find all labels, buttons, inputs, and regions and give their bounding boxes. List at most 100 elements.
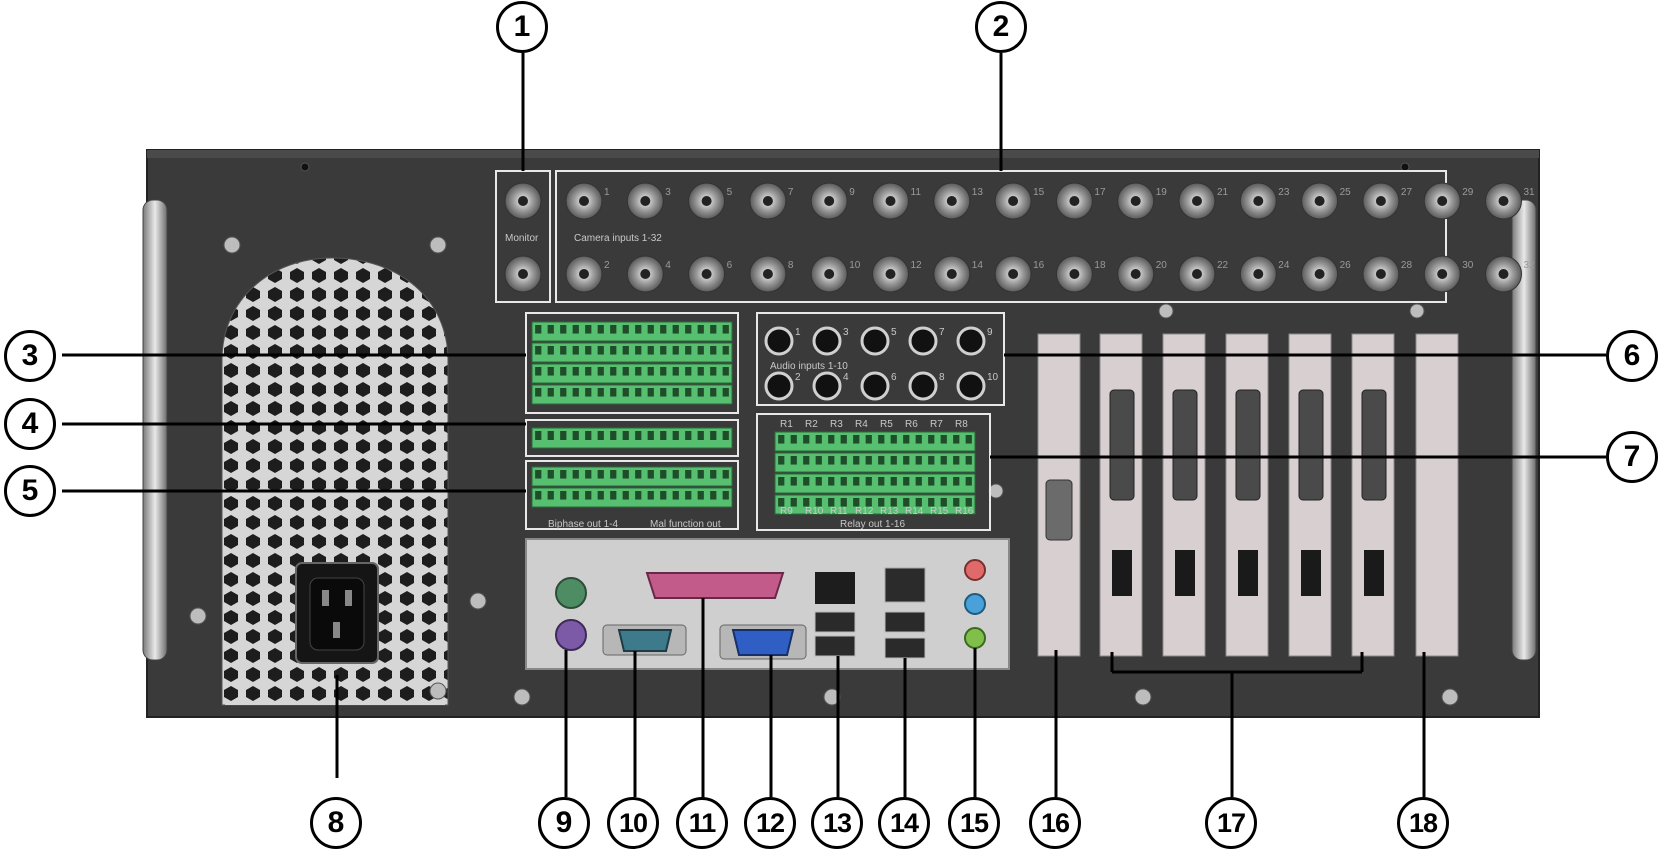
bnc-number-label: 29 [1462,187,1474,198]
biphase-terminal-frame [525,460,739,530]
callout-18: 18 [1397,797,1449,849]
db-connector [1235,389,1261,501]
terminal-block-row [531,342,733,363]
right-handle [1511,199,1537,661]
terminal-block-row [531,321,733,342]
bnc-number-label: 14 [972,260,984,271]
relay-number-label: R14 [905,506,924,517]
bnc-number-label: 16 [1033,260,1045,271]
audio-input-jack [860,326,890,356]
card-header-connector [1301,550,1321,596]
bnc-number-label: 6 [727,260,733,271]
callout-10: 10 [607,797,659,849]
bnc-number-label: 4 [665,260,671,271]
biphase-label: Biphase out 1-4 [548,519,618,530]
bnc-number-label: 7 [788,187,794,198]
db-connector [1298,389,1324,501]
terminal-block-row [531,466,733,487]
relay-number-label: R5 [880,419,893,430]
audio-jack-number-label: 1 [795,327,801,338]
callout-17: 17 [1205,797,1257,849]
callout-1: 1 [496,1,548,53]
mal-function-label: Mal function out [650,519,721,530]
db-connector [1361,389,1387,501]
terminal-block-row [531,427,733,449]
terminal-block-row [774,431,976,452]
audio-jack-number-label: 10 [987,372,999,383]
relay-number-label: R16 [955,506,974,517]
expansion-slots [1037,333,1459,657]
audio-jack-number-label: 2 [795,372,801,383]
callout-2: 2 [975,1,1027,53]
relay-outputs-frame [756,413,991,531]
monitor-label: Monitor [505,233,539,244]
bnc-number-label: 8 [788,260,794,271]
bnc-number-label: 15 [1033,187,1045,198]
db-connector [1172,389,1198,501]
relay-number-label: R1 [780,419,793,430]
audio-line-out-jack [964,627,986,649]
serial-port [617,629,673,652]
alarm-extra-terminal-block [531,427,733,449]
audio-input-jack [956,371,986,401]
audio-jack-number-label: 7 [939,327,945,338]
left-handle [142,199,168,661]
terminal-block-row [774,494,976,515]
bnc-number-label: 31 [1524,187,1536,198]
relay-number-label: R10 [805,506,824,517]
alarm-input-terminal-frame [525,312,739,414]
lan-and-usb-ports-right [884,567,926,659]
bnc-number-label: 18 [1094,260,1106,271]
callout-3: 3 [4,330,56,382]
audio-line-in-jack [964,593,986,615]
audio-input-jack [908,326,938,356]
relay-number-label: R2 [805,419,818,430]
relay-number-label: R11 [830,506,848,517]
terminal-block-row [774,452,976,473]
leader-lines [62,53,1606,797]
bnc-number-label: 1 [604,187,610,198]
relay-number-label: R13 [880,506,899,517]
bnc-number-label: 12 [911,260,923,271]
audio-jack-number-label: 4 [843,372,849,383]
callout-12: 12 [744,797,796,849]
relay-number-label: R4 [855,419,868,430]
parallel-port [645,572,785,599]
bnc-number-label: 9 [849,187,855,198]
usb-ports-left [814,572,856,657]
card-header-connector [1364,550,1384,596]
bnc-number-label: 28 [1401,260,1413,271]
bnc-number-label: 20 [1156,260,1168,271]
bnc-number-label: 3 [665,187,671,198]
audio-inputs-frame [756,312,1005,406]
callout-8: 8 [310,797,362,849]
terminal-block-row [531,384,733,405]
audio-input-jack [812,371,842,401]
alarm-input-terminal-blocks [531,321,733,405]
camera-bnc-connectors: 1234567891011121314151617181920212223242… [565,182,1536,293]
callout-15: 15 [948,797,1000,849]
audio-jack-number-label: 5 [891,327,897,338]
relay-number-label: R9 [780,506,793,517]
bnc-number-label: 27 [1401,187,1413,198]
relay-number-label: R8 [955,419,968,430]
audio-jack-number-label: 9 [987,327,993,338]
relay-number-label: R7 [930,419,943,430]
callout-6: 6 [1606,330,1658,382]
bnc-number-label: 21 [1217,187,1229,198]
biphase-terminal-block [531,466,733,508]
card-header-connector [1112,550,1132,596]
bnc-number-label: 17 [1094,187,1106,198]
bnc-number-label: 10 [849,260,861,271]
audio-input-jack [812,326,842,356]
callout-13: 13 [811,797,863,849]
ps2-keyboard-port [555,577,587,609]
audio-jack-number-label: 3 [843,327,849,338]
callout-7: 7 [1606,431,1658,483]
callout-16: 16 [1029,797,1081,849]
callout-4: 4 [4,398,56,450]
relay-number-label: R6 [905,419,918,430]
